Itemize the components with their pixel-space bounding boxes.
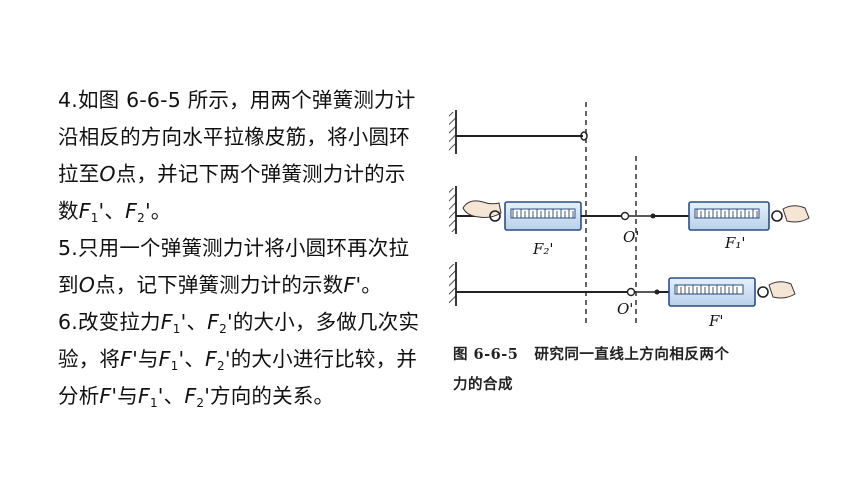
step-6-line-1: 6.改变拉力F1'、F2'的大小，多做几次实 [58, 310, 420, 336]
step-5-line-2: 到O点，记下弹簧测力计的示数F'。 [58, 273, 382, 297]
instruction-text: 4.如图 6-6-5 所示，用两个弹簧测力计 沿相反的方向水平拉橡皮筋，将小圆环… [58, 82, 438, 415]
label-f-prime: F' [708, 312, 724, 330]
row-1-rubber-band [449, 110, 588, 154]
figure-caption: 图 6-6-5 研究同一直线上方向相反两个 力的合成 [453, 340, 813, 400]
caption-line-2: 力的合成 [453, 376, 513, 393]
label-f2-prime: F₂' [532, 240, 554, 258]
step-4-line-2: 沿相反的方向水平拉橡皮筋，将小圆环 [58, 125, 410, 149]
step-6-line-2: 验，将F'与F1'、F2'的大小进行比较，并 [58, 347, 418, 373]
label-o-bottom: O' [617, 300, 633, 318]
figure-6-6-5: O' F₂' F₁' O' F' 图 6-6-5 研究同一直线上方向相反两个 力的… [443, 96, 815, 406]
step-4-line-4: 数F1'、F2'。 [58, 199, 172, 225]
step-4-line-1: 4.如图 6-6-5 所示，用两个弹簧测力计 [58, 88, 416, 112]
step-6-line-3: 分析F'与F1'、F2'方向的关系。 [58, 384, 335, 410]
row-2-two-scales [449, 186, 810, 234]
caption-line-1: 研究同一直线上方向相反两个 [534, 346, 730, 363]
spring-scale-diagram: O' F₂' F₁' O' F' [449, 102, 810, 330]
step-4-line-3: 拉至O点，并记下两个弹簧测力计的示 [58, 162, 406, 186]
label-o-middle: O' [623, 228, 639, 246]
label-f1-prime: F₁' [724, 234, 746, 252]
row-3-single-scale [449, 262, 796, 307]
figure-number: 图 6-6-5 [453, 346, 519, 363]
step-5-line-1: 5.只用一个弹簧测力计将小圆环再次拉 [58, 236, 410, 260]
